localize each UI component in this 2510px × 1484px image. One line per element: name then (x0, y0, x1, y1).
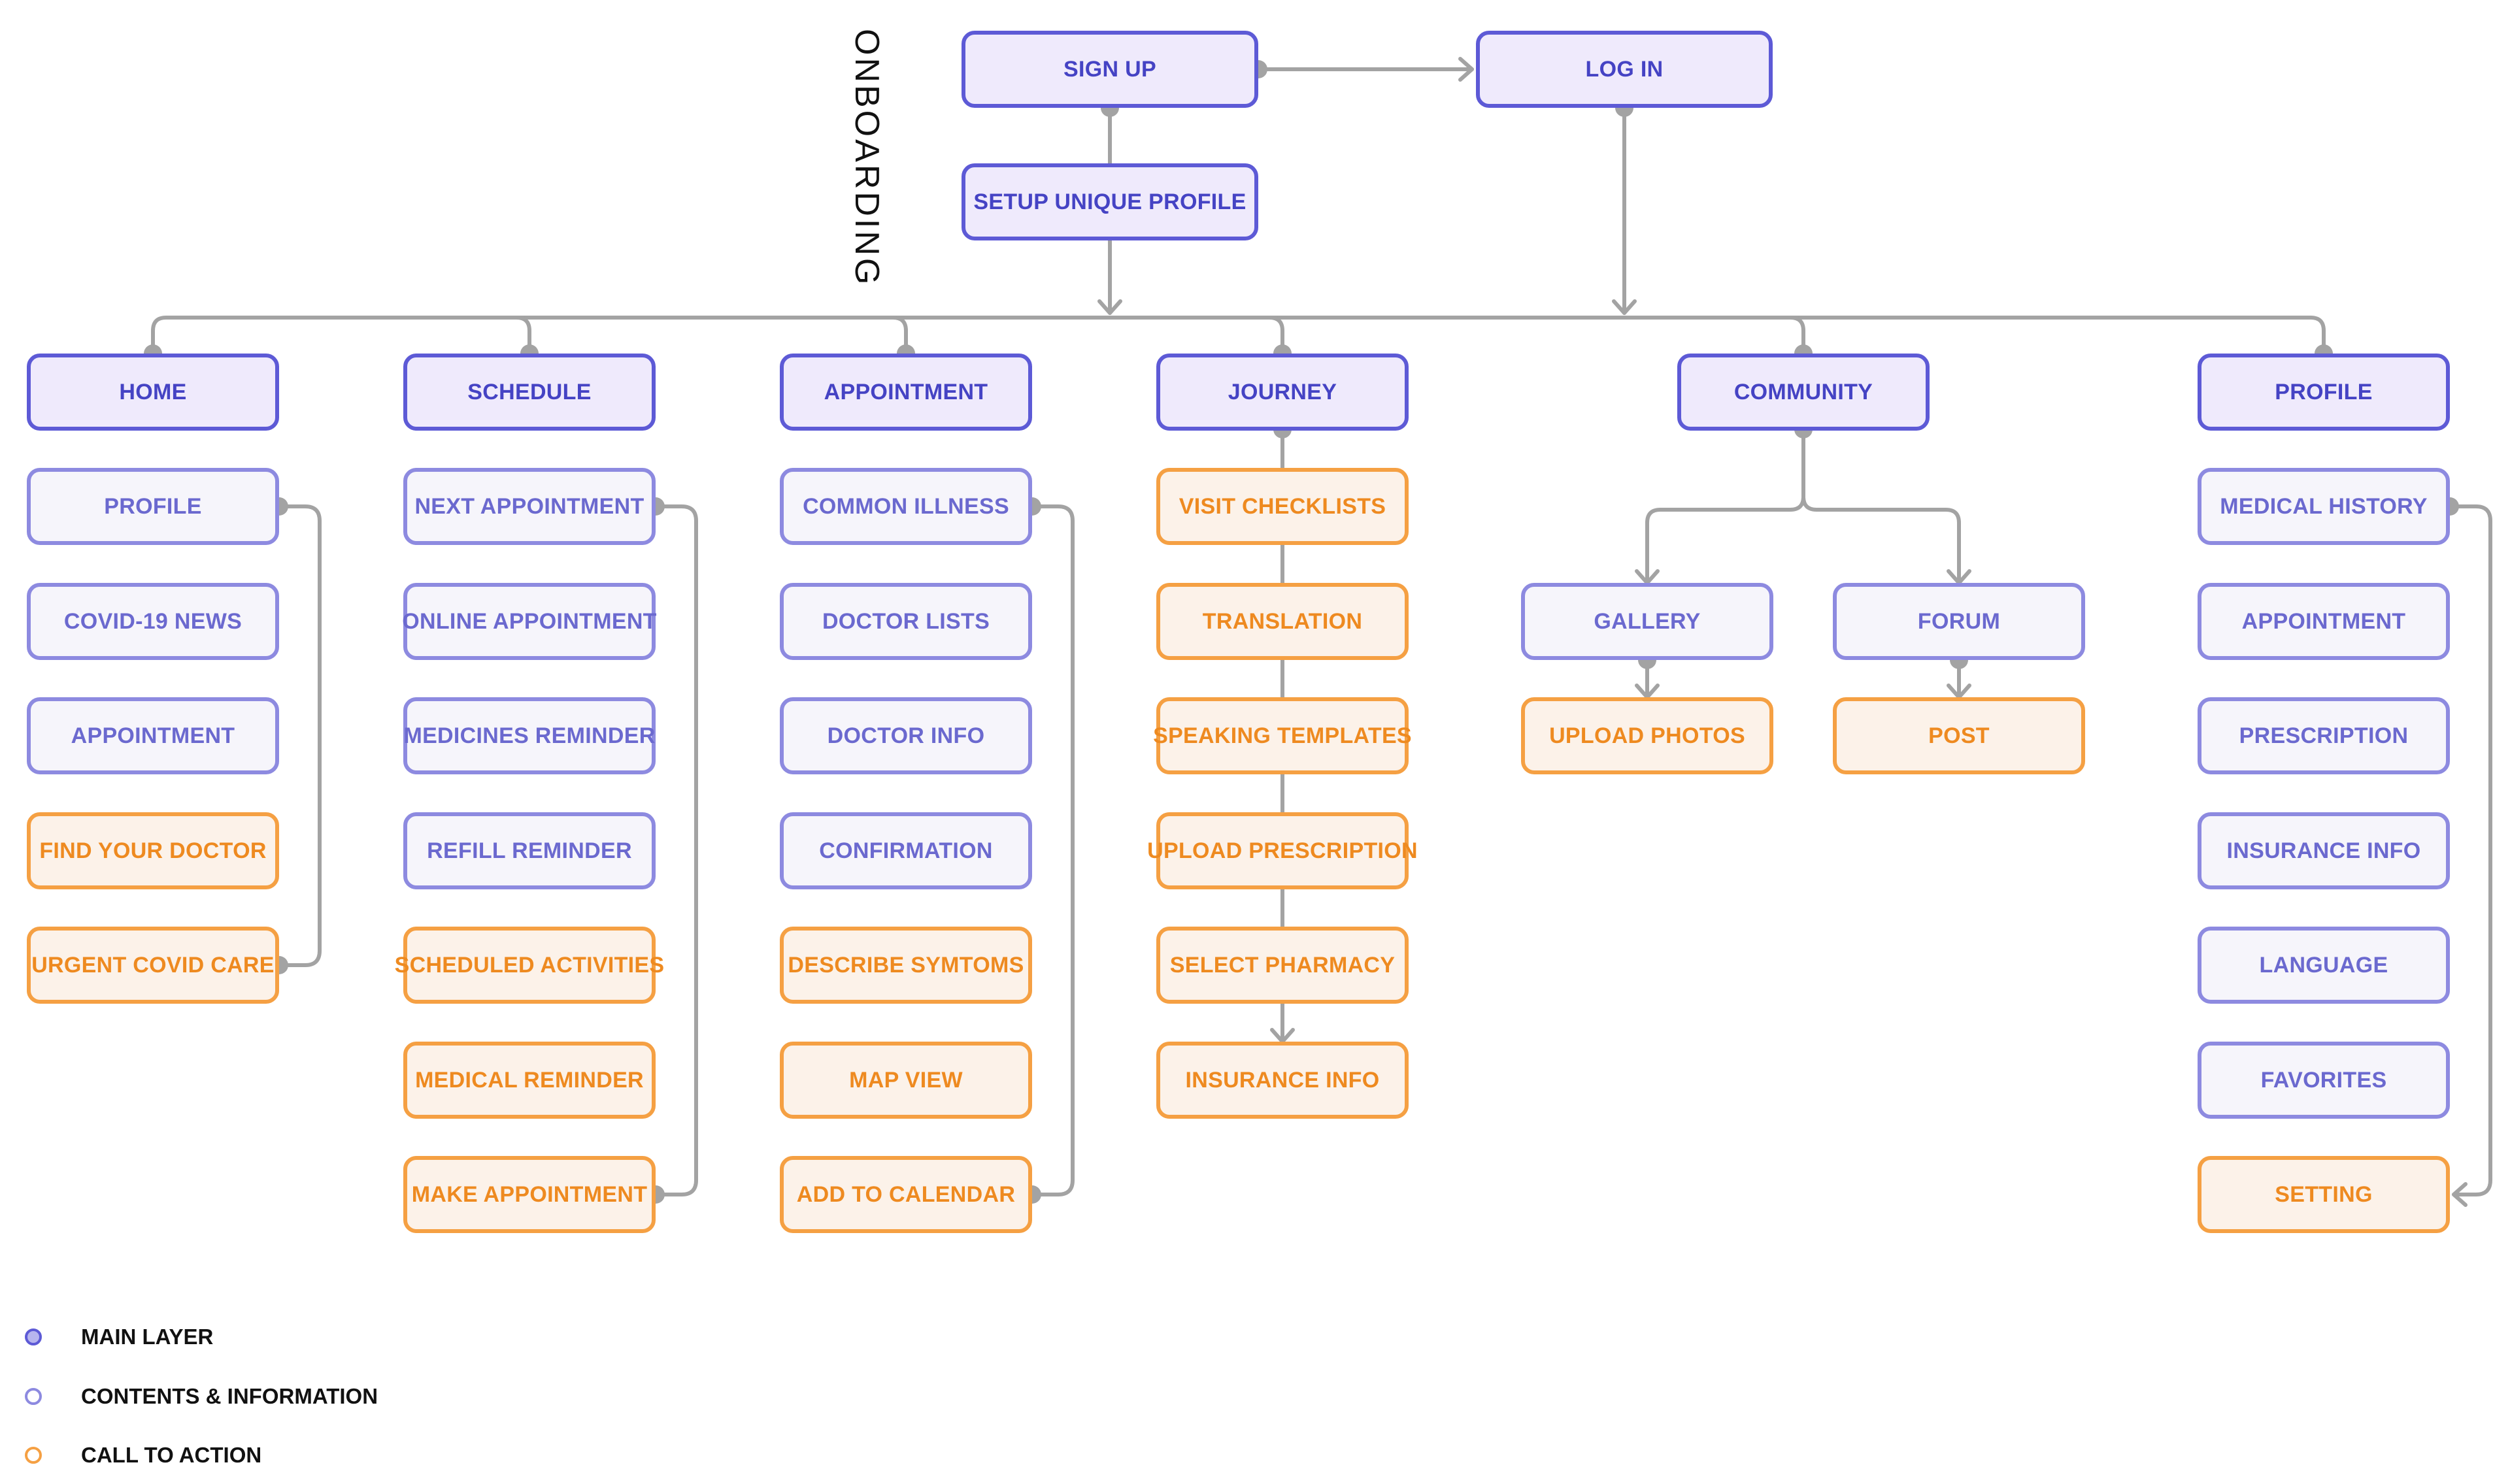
legend-label: CALL TO ACTION (81, 1443, 262, 1467)
node-profile: PROFILE (2198, 354, 2450, 431)
node-make-appointment: MAKE APPOINTMENT (403, 1156, 656, 1233)
node-appointment: APPOINTMENT (2198, 583, 2450, 660)
legend-label: MAIN LAYER (81, 1325, 214, 1349)
node-find-your-doctor: FIND YOUR DOCTOR (27, 812, 279, 889)
node-forum: FORUM (1833, 583, 2085, 660)
node-schedule: SCHEDULE (403, 354, 656, 431)
node-medical-history: MEDICAL HISTORY (2198, 468, 2450, 545)
node-translation: TRANSLATION (1156, 583, 1409, 660)
node-describe-symtoms: DESCRIBE SYMTOMS (780, 927, 1032, 1004)
arrow-head (1097, 299, 1122, 315)
arrow-head (2452, 1182, 2468, 1207)
node-online-appointment: ONLINE APPOINTMENT (402, 583, 656, 660)
legend-item-cta: CALL TO ACTION (25, 1439, 261, 1472)
connector-line (151, 316, 2326, 355)
connector-line (1788, 316, 1805, 355)
node-refill-reminder: REFILL REMINDER (403, 812, 656, 889)
node-visit-checklists: VISIT CHECKLISTS (1156, 468, 1409, 545)
node-covid-19-news: COVID-19 NEWS (27, 583, 279, 660)
connector-line (654, 504, 698, 1196)
legend-item-main: MAIN LAYER (25, 1321, 213, 1353)
node-urgent-covid-care: URGENT COVID CARE (27, 927, 279, 1004)
legend-label: CONTENTS & INFORMATION (81, 1384, 378, 1408)
node-upload-photos: UPLOAD PHOTOS (1521, 697, 1773, 774)
node-prescription: PRESCRIPTION (2198, 697, 2450, 774)
node-language: LANGUAGE (2198, 927, 2450, 1004)
node-favorites: FAVORITES (2198, 1042, 2450, 1119)
node-home: HOME (27, 354, 279, 431)
node-upload-prescription: UPLOAD PRESCRIPTION (1147, 812, 1418, 889)
node-setup-unique-profile: SETUP UNIQUE PROFILE (962, 163, 1258, 240)
node-map-view: MAP VIEW (780, 1042, 1032, 1119)
node-confirmation: CONFIRMATION (780, 812, 1032, 889)
node-post: POST (1833, 697, 2085, 774)
node-common-illness: COMMON ILLNESS (780, 468, 1032, 545)
node-setting: SETTING (2198, 1156, 2450, 1233)
legend-cta-dot (25, 1447, 42, 1464)
node-sign-up: SIGN UP (962, 31, 1258, 108)
node-gallery: GALLERY (1521, 583, 1773, 660)
connector-line (1267, 316, 1284, 355)
node-log-in: LOG IN (1476, 31, 1773, 108)
node-next-appointment: NEXT APPOINTMENT (403, 468, 656, 545)
node-community: COMMUNITY (1677, 354, 1930, 431)
node-select-pharmacy: SELECT PHARMACY (1156, 927, 1409, 1004)
node-medicines-reminder: MEDICINES REMINDER (403, 697, 656, 774)
node-journey: JOURNEY (1156, 354, 1409, 431)
section-title: ONBOARDING (848, 29, 886, 288)
node-insurance-info: INSURANCE INFO (2198, 812, 2450, 889)
node-appointment: APPOINTMENT (27, 697, 279, 774)
legend-main-dot (25, 1328, 42, 1345)
connector-line (277, 504, 322, 967)
connector-line (1801, 495, 1961, 585)
node-profile: PROFILE (27, 468, 279, 545)
node-scheduled-activities: SCHEDULED ACTIVITIES (395, 927, 664, 1004)
node-doctor-lists: DOCTOR LISTS (780, 583, 1032, 660)
node-add-to-calendar: ADD TO CALENDAR (780, 1156, 1032, 1233)
connector-line (514, 316, 531, 355)
arrow-head (1458, 57, 1474, 82)
node-doctor-info: DOCTOR INFO (780, 697, 1032, 774)
legend-item-content: CONTENTS & INFORMATION (25, 1380, 378, 1413)
connector-line (1030, 504, 1075, 1196)
node-appointment: APPOINTMENT (780, 354, 1032, 431)
arrow-head (1612, 299, 1637, 315)
node-speaking-templates: SPEAKING TEMPLATES (1153, 697, 1412, 774)
connector-line (891, 316, 908, 355)
connector-line (1645, 429, 1805, 585)
connector-line (2448, 504, 2492, 1196)
node-insurance-info: INSURANCE INFO (1156, 1042, 1409, 1119)
legend-content-dot (25, 1388, 42, 1405)
node-medical-reminder: MEDICAL REMINDER (403, 1042, 656, 1119)
